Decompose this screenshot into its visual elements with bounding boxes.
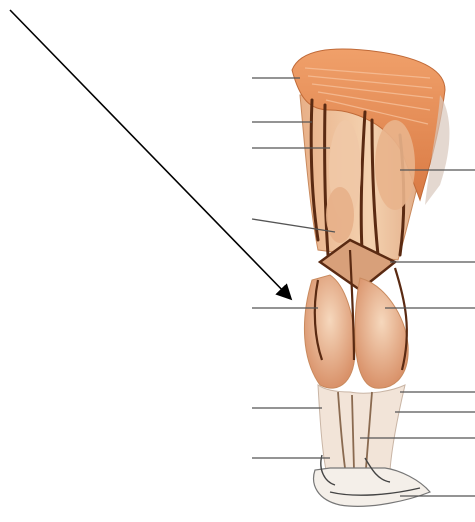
- semimembranosus: [326, 187, 354, 243]
- gastrocnemius-lateral: [355, 278, 408, 388]
- arrow-pointer-icon: [10, 10, 290, 298]
- gastrocnemius-medial: [304, 275, 355, 388]
- lower-leg: [318, 385, 405, 470]
- biceps-femoris: [375, 120, 415, 210]
- heel: [314, 468, 430, 506]
